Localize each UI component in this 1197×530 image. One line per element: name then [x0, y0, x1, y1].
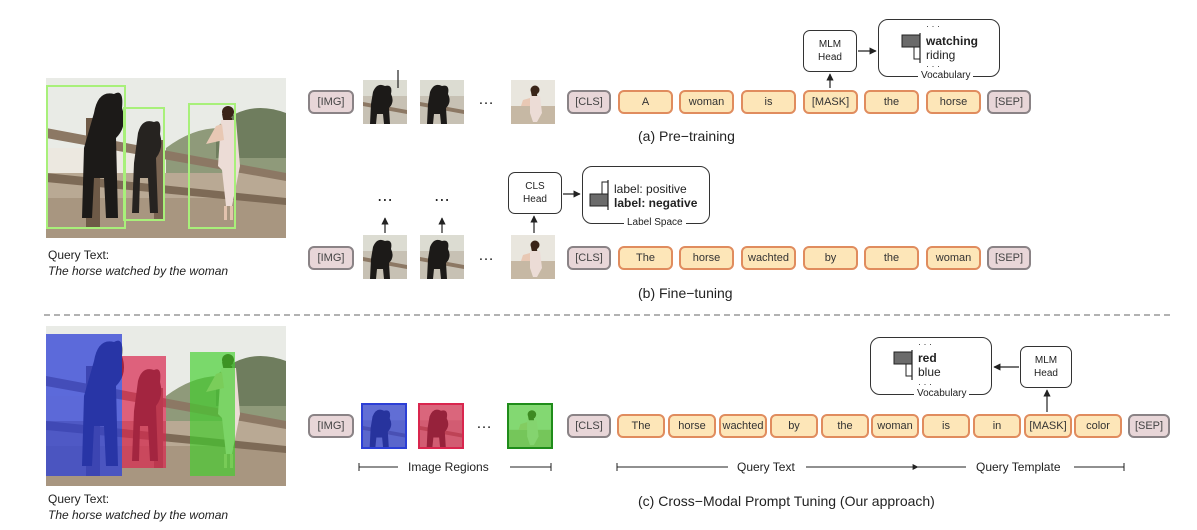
ellipsis-b: …: [478, 247, 495, 264]
word-token-a-5: the: [864, 90, 919, 114]
word-token-b-1: The: [618, 246, 673, 270]
bracket-image-regions: Image Regions: [408, 460, 489, 474]
label-first-b: label: positive: [614, 182, 687, 196]
caption-cpt: (c) Cross−Modal Prompt Tuning (Our appro…: [638, 493, 935, 509]
word-token-c-3: wachted: [719, 414, 767, 438]
histogram-c: [893, 350, 913, 380]
img-token-a: [IMG]: [308, 90, 354, 114]
bracket-query-text: Query Text: [737, 460, 795, 474]
cls-token-b: [CLS]: [567, 246, 611, 270]
word-token-a-mask: [MASK]: [803, 90, 858, 114]
mlm-head-c-line1: MLM: [1034, 355, 1058, 366]
vocab-top-a: watching: [926, 34, 979, 48]
sep-token-b: [SEP]: [987, 246, 1031, 270]
query-text-bottom: The horse watched by the woman: [48, 508, 229, 522]
histogram-b: [589, 180, 609, 210]
vocab-top-c: red: [918, 351, 937, 365]
vocab-dots-a-top: · · ·: [926, 21, 940, 31]
ellipsis-above-horse1: ⋯: [377, 192, 394, 209]
cls-head-b-line2: Head: [523, 194, 547, 205]
img-token-b: [IMG]: [308, 246, 354, 270]
region-thumb-green: [507, 403, 553, 449]
ellipsis-above-horse2: ⋯: [434, 192, 451, 209]
word-token-c-5: the: [821, 414, 869, 438]
word-token-c-8: in: [973, 414, 1021, 438]
word-token-a-2: woman: [679, 90, 734, 114]
word-token-c-7: is: [922, 414, 970, 438]
word-token-a-6: horse: [926, 90, 981, 114]
word-token-a-3: is: [741, 90, 796, 114]
word-token-a-1: A: [618, 90, 673, 114]
word-token-b-5: the: [864, 246, 919, 270]
section-divider: [44, 314, 1174, 316]
query-label-bottom: Query Text:: [48, 492, 110, 506]
ellipsis-c: …: [476, 415, 493, 432]
query-text-top: The horse watched by the woman: [48, 264, 229, 278]
caption-finetuning: (b) Fine−tuning: [638, 285, 733, 301]
word-token-c-1: The: [617, 414, 665, 438]
mlm-head-c-line2: Head: [1034, 368, 1058, 379]
ellipsis-a: …: [478, 91, 495, 108]
cls-token-c: [CLS]: [567, 414, 611, 438]
word-token-c-2: horse: [668, 414, 716, 438]
caption-pretraining: (a) Pre−training: [638, 128, 735, 144]
word-token-c-10: color: [1074, 414, 1122, 438]
query-label-top: Query Text:: [48, 248, 110, 262]
cls-token-a: [CLS]: [567, 90, 611, 114]
word-token-c-4: by: [770, 414, 818, 438]
sep-token-c: [SEP]: [1128, 414, 1170, 438]
word-token-c-mask: [MASK]: [1024, 414, 1072, 438]
region-thumb-red: [418, 403, 464, 449]
region-boxes: [46, 85, 236, 229]
label-second-b: label: negative: [614, 196, 698, 210]
vocab-label-c: Vocabulary: [914, 388, 970, 399]
vocab-dots-c-bottom: · · ·: [918, 379, 932, 389]
vocab-dots-c-top: · · ·: [918, 339, 932, 349]
colored-regions: [46, 334, 235, 476]
histogram-a: [901, 33, 921, 63]
vocab-dots-a-bottom: · · ·: [926, 61, 940, 71]
word-token-b-6: woman: [926, 246, 981, 270]
mlm-head-c: MLM Head: [1020, 346, 1072, 388]
word-token-b-4: by: [803, 246, 858, 270]
cls-head-b: CLS Head: [508, 172, 562, 214]
word-token-c-6: woman: [871, 414, 919, 438]
mlm-head-a-line2: Head: [818, 52, 842, 63]
query-image-bottom: [46, 326, 286, 486]
region-thumb-blue: [361, 403, 407, 449]
query-image-top: [46, 78, 286, 238]
word-token-b-3: wachted: [741, 246, 796, 270]
cls-head-b-line1: CLS: [525, 181, 545, 192]
bracket-query-template: Query Template: [976, 460, 1061, 474]
vocab-label-a: Vocabulary: [918, 70, 974, 81]
vocab-bubble-a: [878, 19, 1000, 77]
mlm-head-a-line1: MLM: [818, 39, 842, 50]
word-token-b-2: horse: [679, 246, 734, 270]
mlm-head-a: MLM Head: [803, 30, 857, 72]
label-space-b: Label Space: [624, 217, 686, 228]
img-token-c: [IMG]: [308, 414, 354, 438]
vocab-second-c: blue: [918, 365, 941, 379]
sep-token-a: [SEP]: [987, 90, 1031, 114]
vocab-second-a: riding: [926, 48, 956, 62]
